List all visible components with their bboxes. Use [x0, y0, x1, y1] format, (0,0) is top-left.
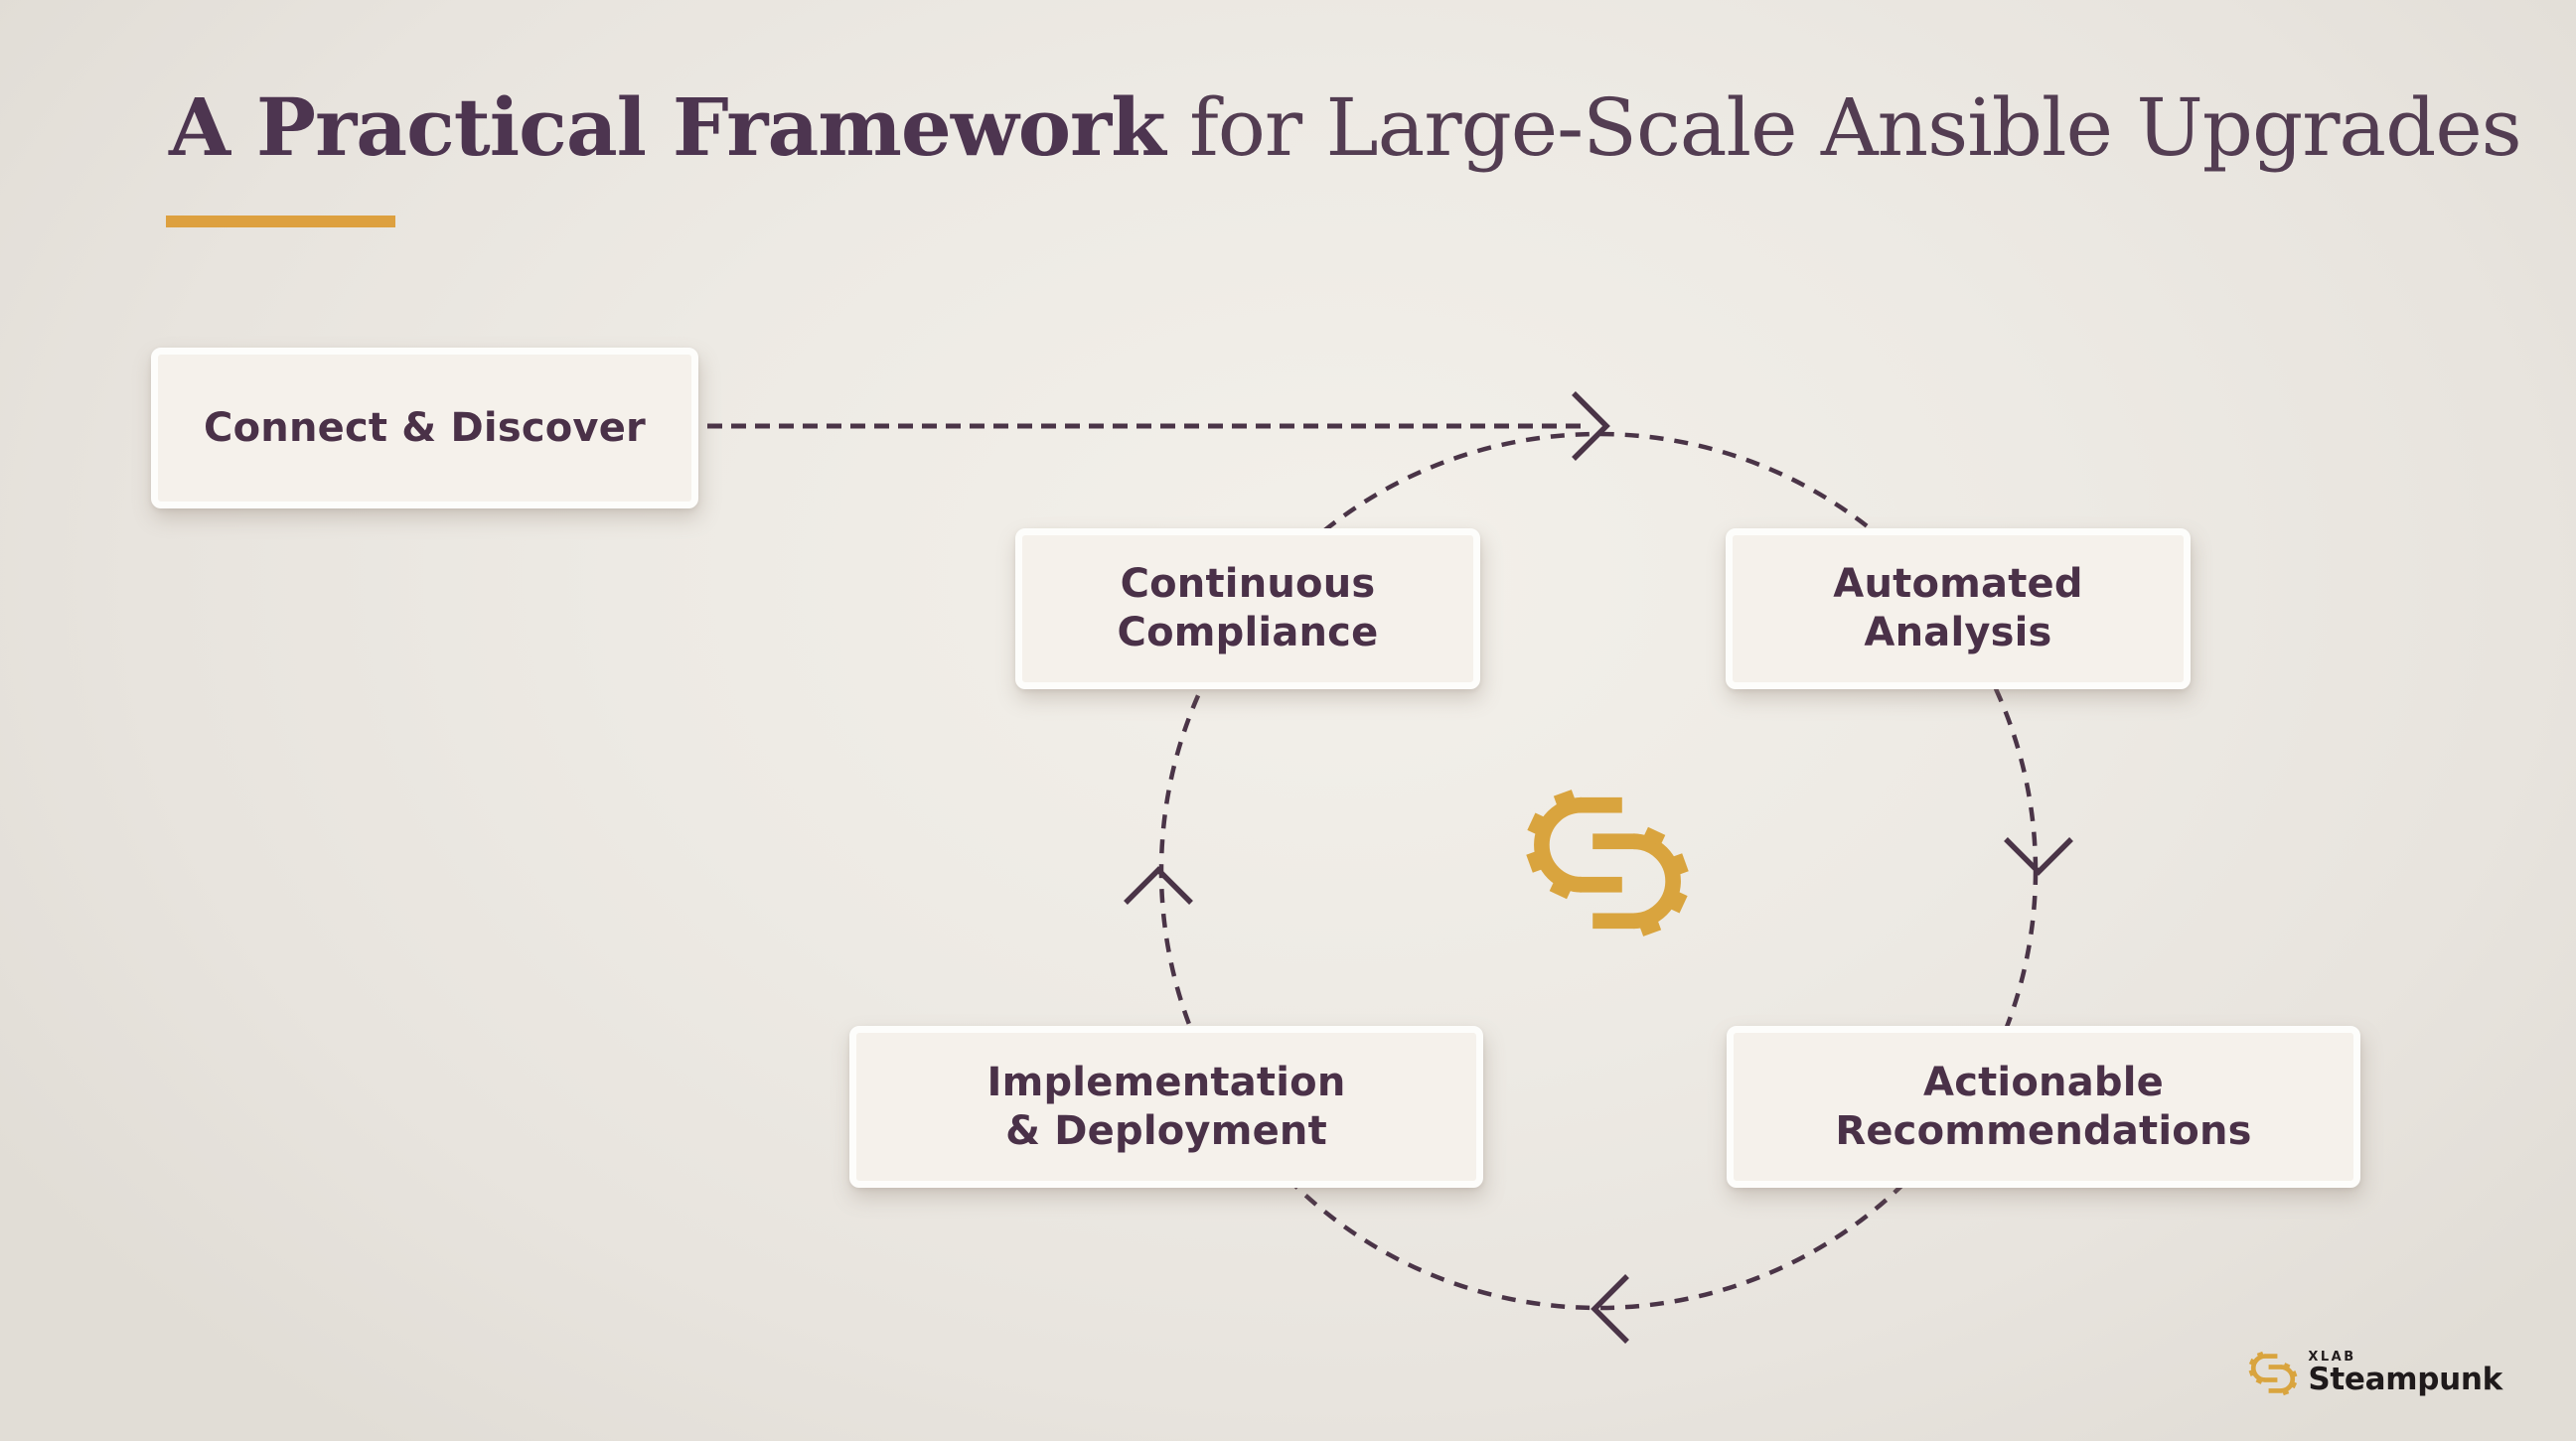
stage-box-connect-discover: Connect & Discover	[151, 348, 698, 508]
arrowhead-top-right-icon	[1572, 391, 1610, 461]
steampunk-gear-svg	[1521, 775, 1694, 951]
stage-label-line: Compliance	[1117, 610, 1379, 655]
stage-label-line: & Deployment	[1005, 1107, 1327, 1154]
page-title: A Practical Framework for Large-Scale An…	[169, 80, 2522, 174]
arrowhead-left-up-icon	[1124, 866, 1193, 905]
logo-brand-top: XLAB	[2308, 1350, 2356, 1366]
logo-gear-icon	[2247, 1348, 2299, 1399]
stage-box-automated-analysis: Automated Analysis	[1726, 528, 2191, 689]
stage-label-line: Automated	[1833, 561, 2083, 608]
arrowhead-bottom-left-icon	[1591, 1274, 1629, 1344]
title-rest: for Large-Scale Ansible Upgrades	[1189, 81, 2522, 174]
logo-brand-bottom: Steampunk	[2308, 1362, 2502, 1398]
title-accent-bar	[166, 216, 395, 227]
stage-label-line: Implementation	[986, 1059, 1346, 1105]
title-emphasis: A Practical Framework	[169, 80, 1166, 174]
stage-label-line: Recommendations	[1835, 1107, 2252, 1154]
arrowhead-right-down-icon	[2004, 837, 2073, 876]
stage-box-continuous-compliance: Continuous Compliance	[1015, 528, 1480, 689]
stage-label-line: Continuous	[1120, 561, 1376, 608]
steampunk-gear-icon	[1521, 775, 1694, 951]
stage-label: Connect & Discover	[204, 404, 646, 451]
xlab-steampunk-logo: XLAB Steampunk	[2247, 1348, 2502, 1399]
stage-label-line: Analysis	[1864, 610, 2052, 655]
logo-text: XLAB Steampunk	[2308, 1351, 2502, 1396]
stage-box-actionable-recommendations: Actionable Recommendations	[1727, 1026, 2360, 1188]
stage-box-implementation-deployment: Implementation & Deployment	[849, 1026, 1483, 1188]
stage-label-line: Actionable	[1923, 1059, 2164, 1105]
